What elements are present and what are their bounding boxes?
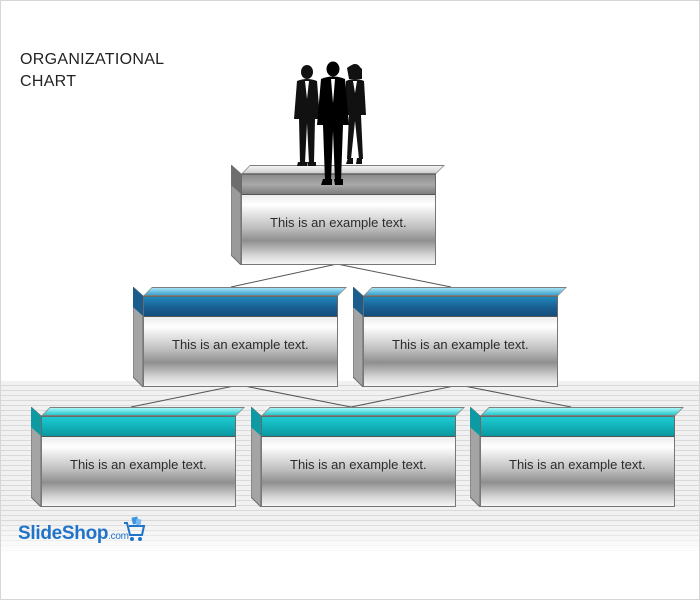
connector-line <box>238 384 352 408</box>
box-side <box>31 407 42 507</box>
box-front-face <box>363 316 558 387</box>
box-top-face <box>143 287 347 296</box>
box-header-band <box>143 296 338 316</box>
box-header-band <box>480 416 675 436</box>
box-top-face <box>363 287 567 296</box>
business-people-silhouette-icon <box>294 61 366 185</box>
node-text: This is an example text. <box>509 457 646 472</box>
box-side <box>133 287 144 387</box>
box-header-band <box>363 296 558 316</box>
box-side <box>353 287 364 387</box>
box-top-face <box>480 407 684 416</box>
box-front-face <box>41 436 236 507</box>
box-side <box>231 165 242 265</box>
slideshop-logo: SlideShop.com <box>18 523 129 545</box>
node-text: This is an example text. <box>172 337 309 352</box>
connector-line <box>336 263 452 288</box>
node-text: This is an example text. <box>270 215 407 230</box>
node-text: This is an example text. <box>392 337 529 352</box>
org-node-middle-left: This is an example text. <box>133 287 347 387</box>
org-node-bottom-left: This is an example text. <box>31 407 245 507</box>
floor-fade <box>1 521 699 556</box>
box-side <box>470 407 481 507</box>
logo-name: SlideShop <box>18 523 109 544</box>
box-top-face <box>261 407 465 416</box>
connector-line <box>230 263 338 288</box>
org-node-bottom-right: This is an example text. <box>470 407 684 507</box>
box-front-face <box>143 316 338 387</box>
node-text: This is an example text. <box>290 457 427 472</box>
box-top-face <box>41 407 245 416</box>
box-front-face <box>261 436 456 507</box>
logo-suffix: .com <box>108 531 129 542</box>
box-header-band <box>41 416 236 436</box>
box-side <box>251 407 262 507</box>
box-header-band <box>261 416 456 436</box>
org-node-top: This is an example text. <box>231 165 445 265</box>
node-text: This is an example text. <box>70 457 207 472</box>
shopping-cart-icon <box>124 516 146 541</box>
box-front-face <box>241 194 436 265</box>
connector-line <box>130 384 240 408</box>
org-node-middle-right: This is an example text. <box>353 287 567 387</box>
box-front-face <box>480 436 675 507</box>
connector-line <box>458 384 572 408</box>
connector-line <box>350 384 460 408</box>
org-node-bottom-center: This is an example text. <box>251 407 465 507</box>
chart-title: ORGANIZATIONAL CHART <box>20 51 165 90</box>
